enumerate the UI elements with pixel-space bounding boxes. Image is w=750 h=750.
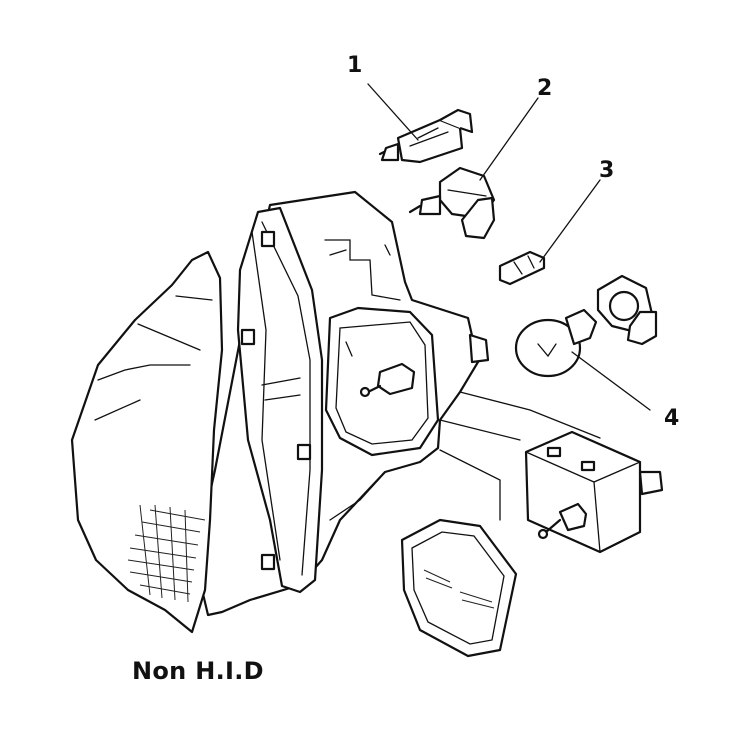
callout-1: 1 [347, 53, 362, 78]
callout-4: 4 [664, 406, 679, 431]
bulb-1-halogen [378, 108, 474, 164]
access-cover [400, 518, 518, 658]
callout-3: 3 [599, 158, 614, 183]
leader-lines [367, 83, 651, 411]
socket-holder [596, 274, 658, 346]
headlamp-housing [70, 190, 490, 634]
callout-2: 2 [537, 76, 552, 101]
wiring-harness [459, 391, 601, 439]
diagram-caption: Non H.I.D [132, 657, 264, 685]
leveller-unit [524, 430, 664, 554]
bulb-2-with-socket [408, 166, 496, 240]
bulb-3-wedge [498, 250, 546, 286]
bulb-4-indicator [514, 308, 598, 378]
